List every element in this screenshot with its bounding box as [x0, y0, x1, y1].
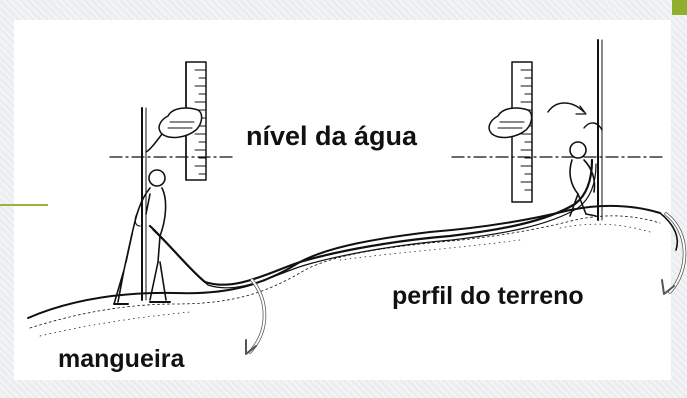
hose — [148, 158, 597, 289]
curved-arrow-top — [547, 102, 585, 113]
terrain-profile — [27, 204, 679, 337]
curved-arrow-hose — [245, 278, 267, 355]
terrain-profile-label: perfil do terreno — [392, 282, 584, 310]
hose-label: mangueira — [58, 345, 185, 373]
accent-line — [0, 204, 48, 206]
water-level-label: nível da água — [246, 121, 418, 151]
hand-right — [488, 107, 533, 139]
surveyor-right — [569, 39, 603, 221]
hand-left — [145, 107, 203, 153]
accent-corner — [672, 0, 687, 15]
surveyor-left — [113, 107, 171, 305]
curved-arrow-terrain — [661, 212, 687, 295]
